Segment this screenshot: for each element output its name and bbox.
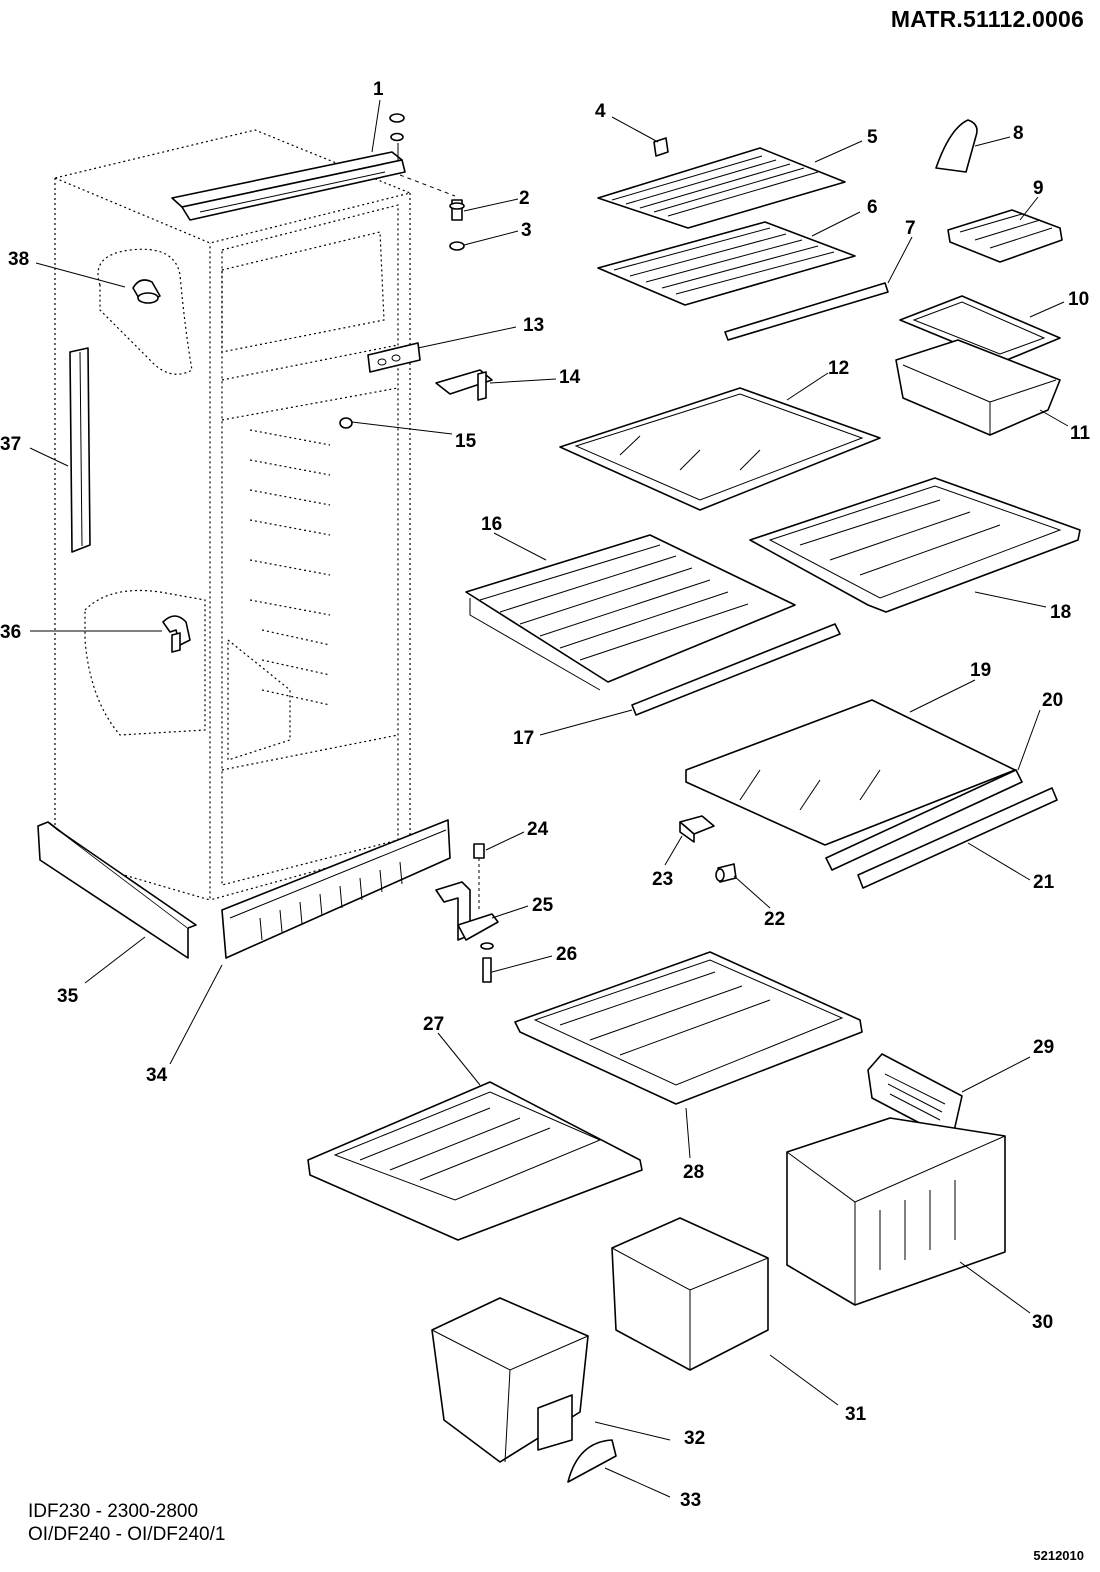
callout-15: 15	[455, 431, 477, 452]
document-number: 5212010	[1033, 1548, 1084, 1563]
part-28-shelf	[514, 951, 863, 1105]
callout-7: 7	[905, 218, 916, 239]
part-19-crisper-cover	[685, 699, 1016, 846]
callout-35: 35	[57, 986, 79, 1007]
part-34-front-grille	[221, 819, 451, 959]
part-15-plug	[339, 417, 353, 429]
part-31-bin	[611, 1217, 769, 1371]
callout-33: 33	[680, 1490, 701, 1511]
drawing-code: MATR.51112.0006	[890, 6, 1084, 32]
callout-19: 19	[970, 660, 991, 681]
callout-26: 26	[556, 944, 577, 965]
part-12-glass-shelf	[559, 387, 881, 511]
callout-4: 4	[595, 101, 606, 122]
callout-28: 28	[683, 1162, 704, 1183]
callout-17: 17	[513, 728, 534, 749]
part-25-foot-bracket	[435, 881, 499, 941]
part-36-drain-fitting	[162, 615, 191, 653]
callout-14: 14	[559, 367, 581, 388]
callout-5: 5	[867, 127, 878, 148]
callout-1: 1	[373, 79, 384, 100]
callout-16: 16	[481, 514, 502, 535]
callout-11: 11	[1070, 423, 1091, 444]
callout-23: 23	[652, 869, 673, 890]
callout-2: 2	[519, 188, 530, 209]
part-5-wire-shelf	[597, 147, 846, 229]
part-29-drawer-panel	[867, 1053, 963, 1141]
callout-10: 10	[1068, 289, 1089, 310]
callout-18: 18	[1050, 602, 1071, 623]
callout-21: 21	[1033, 872, 1055, 893]
part-14-middle-hinge	[435, 369, 493, 401]
callout-22: 22	[764, 909, 785, 930]
part-7-shelf-rail	[724, 282, 889, 341]
model-list: IDF230 - 2300-2800 OI/DF240 - OI/DF240/1	[28, 1500, 225, 1546]
part-27-shelf	[307, 1081, 643, 1241]
part-16-wire-shelf	[465, 534, 796, 691]
part-6-wire-shelf	[597, 221, 856, 306]
part-8-ice-scoop	[935, 119, 978, 173]
part-1-top-hinge-bar	[171, 113, 406, 221]
callout-34: 34	[146, 1065, 168, 1086]
part-30-crisper-drawer	[786, 1117, 1006, 1306]
part-23-clip	[679, 815, 715, 843]
part-22-plug	[715, 863, 737, 883]
callout-36: 36	[0, 622, 21, 643]
callout-37: 37	[0, 434, 21, 455]
leader-lines	[29, 99, 1069, 1498]
part-38-thermostat-knob	[132, 279, 161, 304]
callout-24: 24	[527, 819, 549, 840]
callout-27: 27	[423, 1014, 444, 1035]
part-2-hinge-pin	[399, 174, 465, 221]
part-26-foot-screw	[480, 942, 494, 983]
part-4-shelf-clip	[653, 137, 669, 157]
callout-6: 6	[867, 197, 878, 218]
callout-20: 20	[1042, 690, 1063, 711]
callout-31: 31	[845, 1404, 867, 1425]
callout-29: 29	[1033, 1037, 1054, 1058]
callout-38: 38	[8, 249, 29, 270]
model-line-1: IDF230 - 2300-2800	[28, 1501, 199, 1522]
part-18-shelf	[749, 477, 1081, 613]
cabinet-outline	[53, 129, 412, 901]
callout-13: 13	[523, 315, 544, 336]
callout-32: 32	[684, 1428, 705, 1449]
callout-30: 30	[1032, 1312, 1053, 1333]
callout-numbers: 1 2 3 4 5 6 7 8 9 10 11 12 13 14 15 16 1…	[0, 79, 1091, 1511]
part-9-ice-tray	[947, 209, 1063, 263]
part-24-screw	[473, 843, 485, 910]
callout-3: 3	[521, 220, 532, 241]
part-33-half-lid	[567, 1439, 617, 1483]
callout-12: 12	[828, 358, 849, 379]
part-32-bin	[431, 1297, 589, 1463]
callout-9: 9	[1033, 178, 1044, 199]
part-13-hinge-cover	[367, 342, 421, 373]
part-17-shelf-rail	[631, 623, 841, 716]
callout-8: 8	[1013, 123, 1024, 144]
part-3-hinge-bush	[449, 241, 465, 251]
part-35-kick-plate	[37, 821, 197, 959]
part-20-rail	[825, 769, 1023, 871]
part-37-door-strip	[69, 347, 91, 553]
callout-25: 25	[532, 895, 554, 916]
part-11-drawer	[895, 339, 1061, 436]
part-21-rail	[857, 787, 1058, 889]
model-line-2: OI/DF240 - OI/DF240/1	[28, 1524, 226, 1545]
